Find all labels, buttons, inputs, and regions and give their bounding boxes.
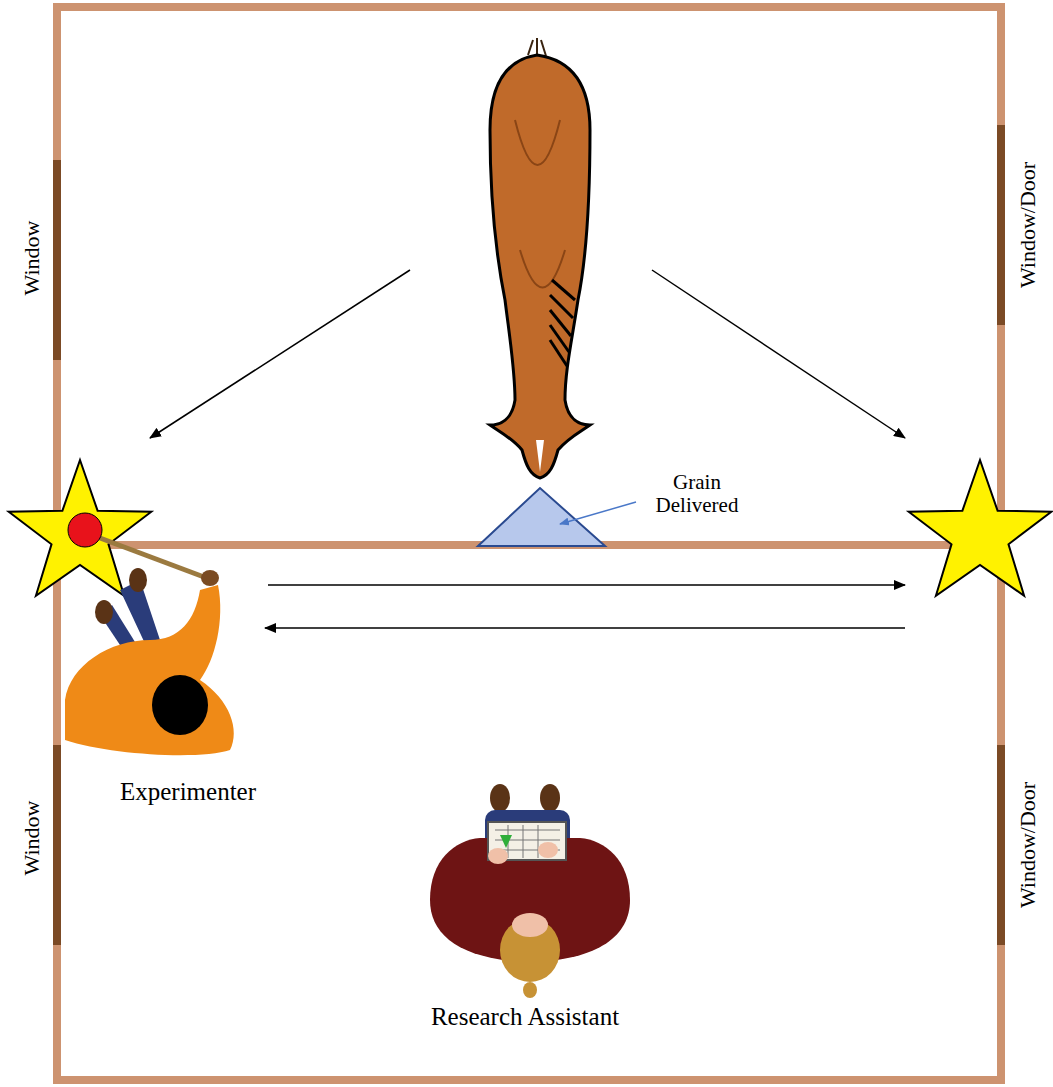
window-door-label: Window/Door [1016,162,1040,288]
window-label: Window [20,221,44,296]
target-star [909,460,1052,596]
movement-arrow [652,270,905,438]
movement-arrow [268,584,905,586]
movement-arrow [150,270,410,438]
movement-arrow [265,627,905,629]
experimenter-figure [65,513,234,755]
horse-figure [490,38,590,478]
assistant-figure [430,784,630,998]
leader-line [560,502,636,524]
grain-label: Grain Delivered [647,471,747,517]
target-star [9,460,152,596]
window-label: Window [20,801,44,876]
role-label: Research Assistant [431,1003,619,1031]
room-wall [57,7,1001,1080]
window-door-label: Window/Door [1016,782,1040,908]
role-label: Experimenter [120,778,256,806]
